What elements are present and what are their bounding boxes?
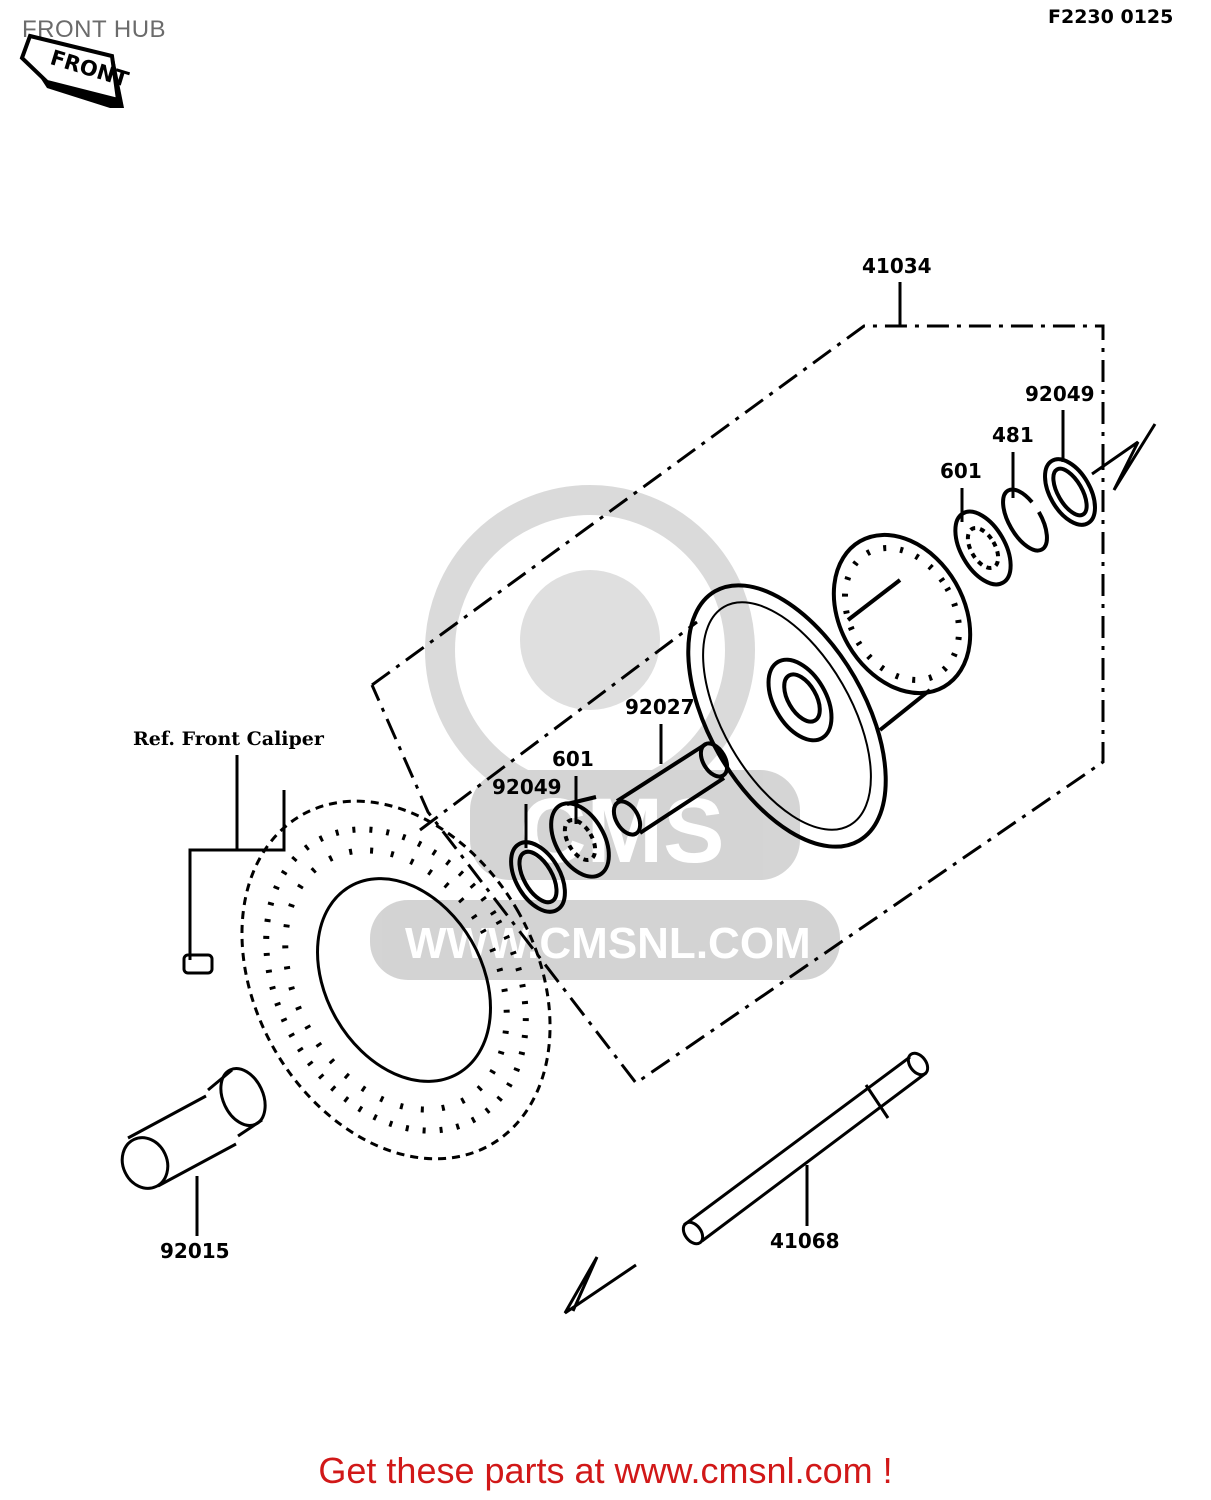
leader-lines xyxy=(188,282,1065,1236)
brake-disc xyxy=(240,799,552,1161)
callout-41068: 41068 xyxy=(770,1229,840,1253)
caliper-bolt xyxy=(182,953,214,975)
watermark: CMS WWW.CMSNL.COM xyxy=(370,485,840,980)
callout-92015: 92015 xyxy=(160,1239,230,1263)
callout-92049-right: 92049 xyxy=(1025,382,1095,406)
callout-92027: 92027 xyxy=(625,695,695,719)
collar-part xyxy=(120,1067,267,1190)
circlip xyxy=(1001,487,1049,553)
left-seal xyxy=(509,840,567,914)
left-bearing xyxy=(549,795,611,879)
distance-collar xyxy=(611,741,730,837)
watermark-url: WWW.CMSNL.COM xyxy=(405,919,811,968)
callout-caliper-ref: Ref. Front Caliper xyxy=(133,728,325,750)
right-bearing xyxy=(953,509,1013,587)
axle-part xyxy=(681,1051,930,1246)
promo-link[interactable]: Get these parts at www.cmsnl.com ! xyxy=(318,1450,893,1491)
callout-41034: 41034 xyxy=(862,254,932,278)
front-badge: FRONT xyxy=(19,33,132,108)
callout-601-right: 601 xyxy=(940,459,982,483)
callout-481: 481 xyxy=(992,423,1034,447)
assembly-boundary xyxy=(370,324,1105,1086)
callout-92049-left: 92049 xyxy=(492,775,562,799)
callout-601-left: 601 xyxy=(552,747,594,771)
right-seal xyxy=(1043,457,1097,527)
hub-body xyxy=(686,532,973,849)
figure-code: F2230 0125 xyxy=(1048,6,1174,28)
axis-lines xyxy=(563,423,1157,1315)
